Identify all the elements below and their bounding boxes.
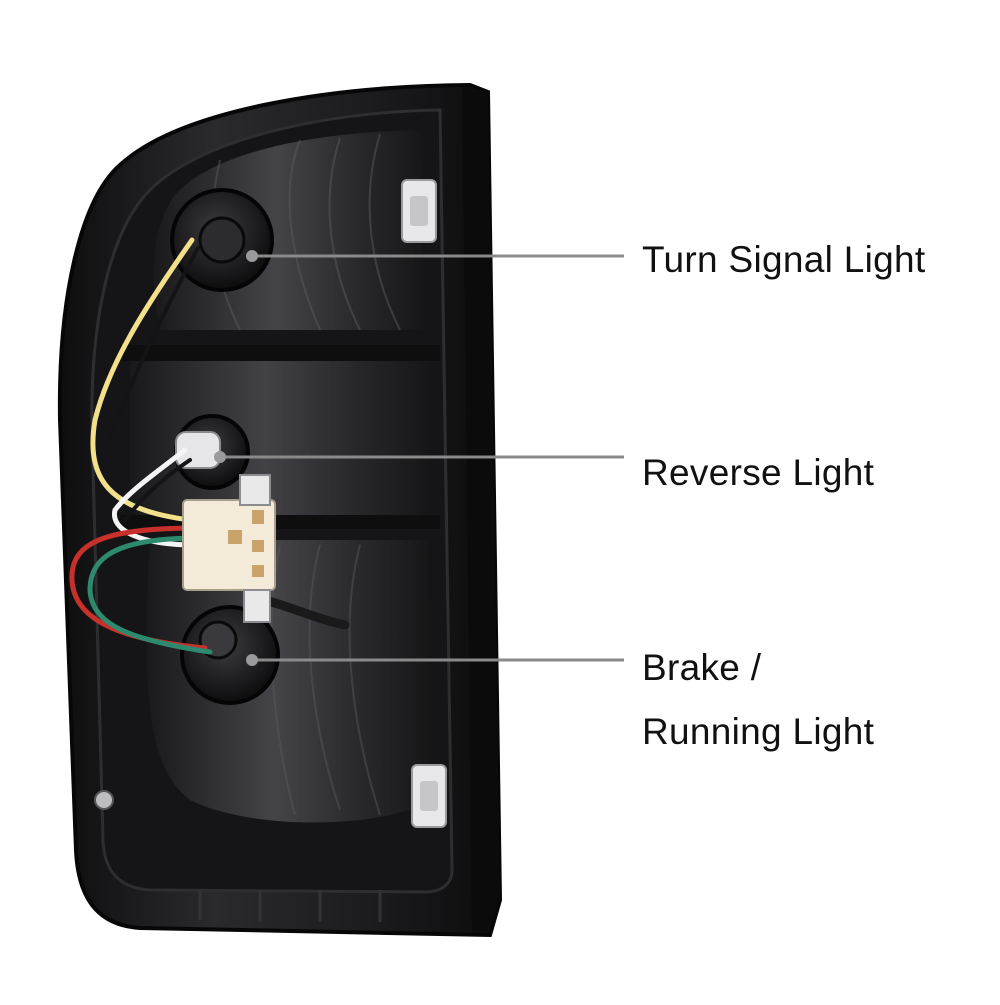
mounting-screw	[94, 790, 114, 810]
middle-divider-top	[120, 345, 440, 361]
brake-label-line1: Brake /	[642, 647, 762, 688]
lower-clip	[411, 764, 447, 828]
upper-clip	[401, 179, 437, 243]
wire-harness	[69, 237, 350, 655]
bottom-ribs	[198, 890, 382, 922]
brake-label-line2: Running Light	[642, 711, 875, 752]
brake-socket	[180, 605, 280, 705]
wire-connector	[182, 474, 276, 623]
middle-chamber	[130, 355, 430, 515]
leader-lines	[220, 254, 624, 662]
reverse-light-label: Reverse Light	[642, 452, 875, 493]
housing-flange	[462, 86, 500, 932]
leader-dots	[214, 250, 258, 666]
turn-signal-label: Turn Signal Light	[642, 239, 926, 280]
reverse-socket	[174, 414, 250, 490]
turn-signal-socket	[170, 188, 274, 292]
